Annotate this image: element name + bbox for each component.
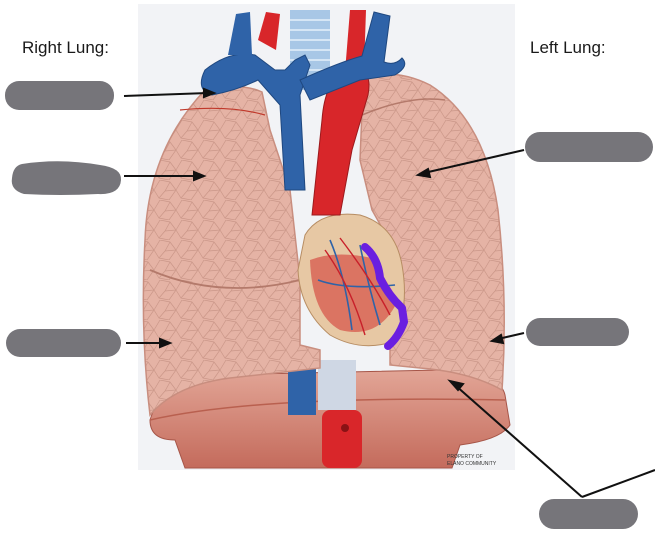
- blank-label-right-middle[interactable]: [11, 161, 122, 195]
- highlighted-cardiac-notch: [361, 243, 408, 350]
- superior-vena-cava: [200, 11, 406, 191]
- left-lung: [359, 73, 505, 392]
- diaphragm: [149, 369, 511, 469]
- blank-label-right-lower[interactable]: [6, 329, 121, 357]
- esophagus: [318, 360, 356, 410]
- blank-label-diaphragm[interactable]: [539, 499, 638, 529]
- arrows: [123, 87, 655, 498]
- left-oblique-fissure: [361, 98, 446, 116]
- watermark-line-1: PROPERTY OF: [447, 454, 483, 460]
- right-lung: [142, 85, 321, 417]
- blank-label-right-upper[interactable]: [5, 81, 114, 110]
- label-boxes: [5, 81, 653, 529]
- left-lung-heading: Left Lung:: [530, 38, 606, 57]
- right-oblique-fissure: [179, 107, 266, 116]
- right-lung-heading: Right Lung:: [22, 38, 109, 57]
- watermark-line-2: ELANO COMMUNITY: [447, 461, 497, 467]
- blank-label-left-lower[interactable]: [526, 318, 629, 346]
- right-horizontal-fissure: [149, 269, 301, 289]
- blank-label-left-upper[interactable]: [525, 132, 653, 162]
